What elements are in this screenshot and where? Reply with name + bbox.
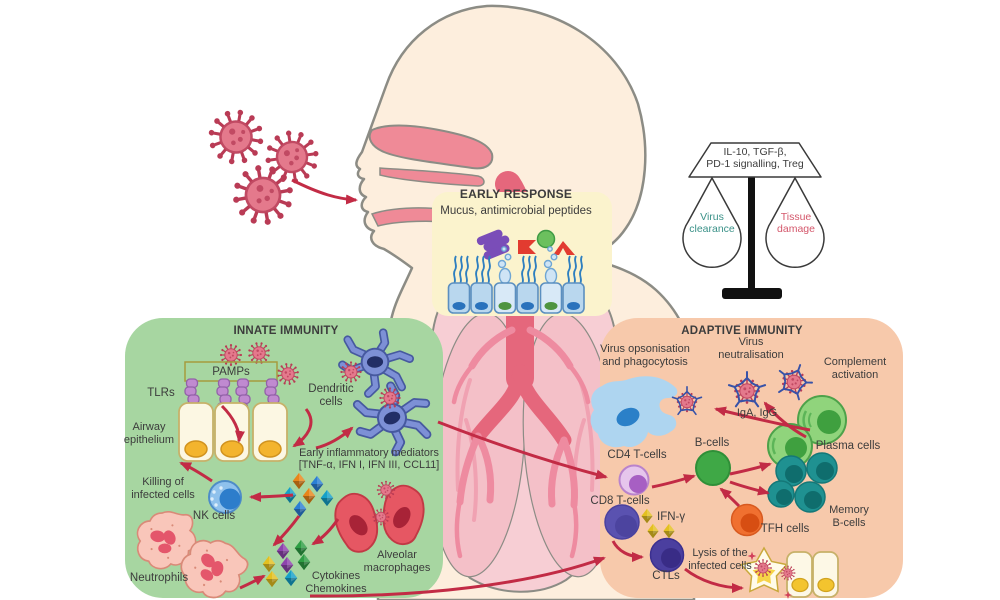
tfh-cell-icon <box>730 503 764 537</box>
antimicrobial-peptide-icon <box>518 240 536 254</box>
inhaled-viruses <box>204 105 358 234</box>
plasma-cell-icon <box>797 395 847 445</box>
epithelial-cell-icon <box>214 402 250 462</box>
cd8-t-cell-icon <box>604 504 640 540</box>
pamps-box <box>184 361 278 382</box>
adaptive-immunity-content <box>590 359 847 599</box>
cell-nuclei <box>452 302 580 310</box>
b-cell-icon <box>695 450 731 486</box>
early-response-content <box>447 229 585 314</box>
tissue-damage-pan <box>765 177 825 268</box>
infected-cells-lysis <box>740 547 839 599</box>
mucus-droplets-icon <box>497 246 558 285</box>
phagocyte-nucleus <box>616 407 640 427</box>
epithelial-cell-icon <box>178 402 214 462</box>
balance-scale-icon <box>682 142 825 299</box>
cross-panel-arrows <box>309 420 608 598</box>
inhalation-arrow <box>291 178 358 205</box>
virus-clearance-pan <box>682 177 742 268</box>
ctl-cell-icon <box>649 537 685 573</box>
innate-arrows <box>179 404 354 590</box>
adaptive-arrows <box>611 401 811 593</box>
epithelial-cell-icon <box>252 402 288 462</box>
lungs <box>428 286 622 593</box>
memory-b-cells-icon <box>767 452 838 513</box>
defensin-icon <box>536 229 556 249</box>
cd4-t-cell-icon <box>618 464 650 496</box>
nk-cell-icon <box>208 480 242 514</box>
ciliated-epithelium <box>447 246 585 314</box>
virus-icon <box>204 105 268 169</box>
innate-immunity-content <box>131 326 430 600</box>
antimicrobial-peptide-icon <box>553 241 575 255</box>
